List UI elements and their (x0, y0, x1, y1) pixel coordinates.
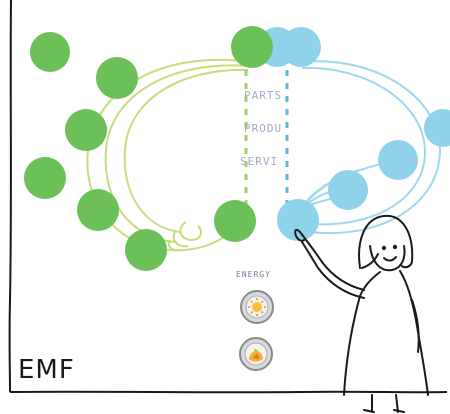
center-label-produ: PRODU (244, 122, 282, 135)
blue-dots (257, 27, 450, 241)
center-label-servi: SERVI (240, 155, 278, 168)
blue-dot (378, 140, 418, 180)
center-label-parts: PARTS (244, 89, 282, 102)
green-dot (125, 229, 167, 271)
green-flow-loop (86, 58, 251, 252)
sun-icon (240, 290, 274, 324)
corner-label-emf: EMF (18, 355, 75, 385)
blue-dot (277, 199, 319, 241)
energy-label: ENERGY (236, 270, 271, 279)
stick-figure-woman (294, 214, 429, 413)
blue-dot (328, 170, 368, 210)
bottom-frame-line (9, 390, 448, 394)
green-dot (231, 26, 273, 68)
green-dot (77, 189, 119, 231)
green-dot (214, 200, 256, 242)
blue-dot (424, 109, 450, 147)
green-dot (30, 32, 70, 72)
green-dot (24, 157, 66, 199)
left-frame-line (8, 0, 12, 393)
green-dot (96, 57, 138, 99)
blue-dot (281, 27, 321, 67)
green-dots (24, 32, 256, 271)
green-dot (65, 109, 107, 151)
flame-icon (239, 337, 273, 371)
